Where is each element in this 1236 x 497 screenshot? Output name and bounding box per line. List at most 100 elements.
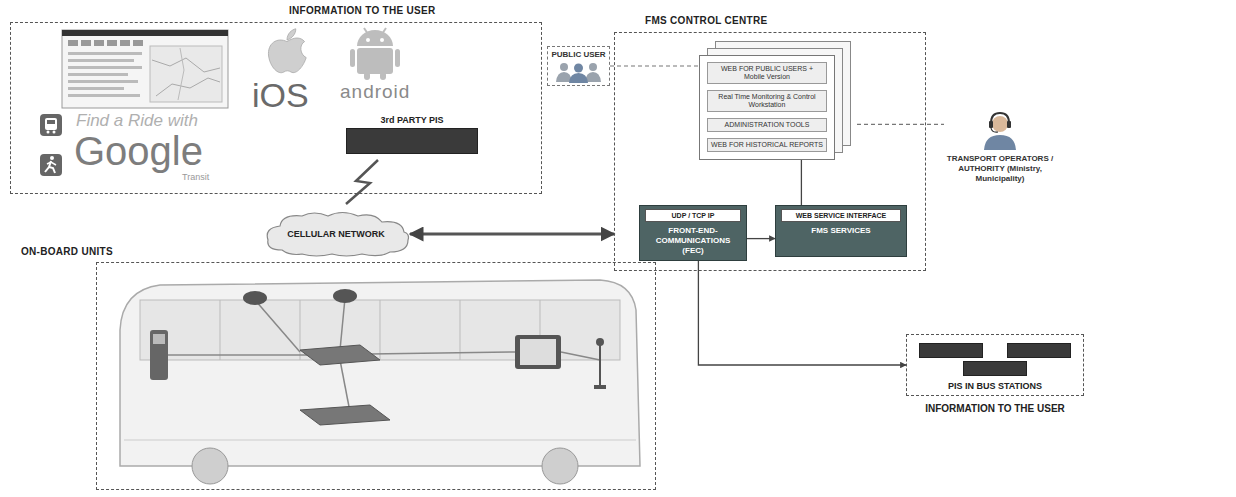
app-screenshot (68, 87, 124, 90)
operator-icon (991, 128, 998, 132)
group-heading: FMS CONTROL CENTRE (645, 15, 767, 26)
bus-illustration (243, 291, 267, 305)
menu-item: ADMINISTRATION TOOLS (707, 118, 827, 132)
connector (610, 65, 699, 66)
operator-icon (1007, 121, 1011, 128)
network-cloud: CELLULAR NETWORK (262, 210, 410, 258)
transit-icons (40, 154, 62, 176)
bus-illustration (594, 385, 606, 389)
connector (410, 233, 614, 236)
bus-illustration (340, 360, 350, 412)
bus-illustration (340, 298, 345, 350)
operator-label: TRANSPORT OPERATORS / AUTHORITY (Ministr… (944, 154, 1056, 184)
connector (698, 261, 906, 365)
transit-icons (40, 114, 62, 136)
android-logo (350, 49, 355, 67)
bus-illustration (124, 440, 636, 441)
bus-illustration (300, 345, 380, 365)
transit-icons (50, 156, 54, 160)
vehicle-box: ON-BOARD UNITS (96, 262, 656, 490)
operator-icon (991, 113, 1009, 123)
app-screenshot (120, 40, 130, 46)
app-screenshot (68, 73, 128, 76)
display-heading: 3rd PARTY PIS (346, 115, 478, 125)
station-display (963, 361, 1027, 376)
app-screenshot (150, 46, 222, 102)
bus-illustration (220, 300, 221, 360)
service-label: FRONT-END-COMMUNICATIONS (FEC) (640, 224, 746, 260)
bus-illustration (380, 300, 381, 360)
android-logo (357, 30, 393, 46)
page-stack: WEB FOR PUBLIC USERS + Mobile VersionRea… (699, 41, 857, 160)
display-panel: 3rd PARTY PIS (346, 115, 478, 154)
led-display (346, 128, 478, 154)
bus-illustration (150, 330, 168, 380)
app-screenshot (68, 59, 134, 62)
group-heading: INFORMATION TO THE USER (289, 5, 436, 16)
operator-icon (992, 116, 1008, 132)
operator-icon (989, 121, 993, 128)
app-screenshot (94, 40, 104, 46)
apple-logo (287, 29, 296, 40)
bus-illustration (460, 300, 461, 360)
cloud-shape (267, 213, 408, 257)
bus-illustration (300, 405, 390, 425)
app-screenshot (178, 48, 184, 100)
app-screenshot (107, 40, 117, 46)
user-group: PUBLIC USER (547, 46, 610, 86)
transit-icons (45, 118, 57, 130)
control-centre-box: FMS CONTROL CENTREWEB FOR PUBLIC USERS +… (614, 32, 926, 271)
front-page: WEB FOR PUBLIC USERS + Mobile VersionRea… (699, 55, 835, 160)
people-icon (560, 63, 568, 71)
apple-logo (268, 38, 306, 73)
app-screenshot (68, 80, 138, 83)
connector (747, 238, 775, 239)
protocol-header: UDP / TCP IP (645, 209, 741, 222)
operator-icon (984, 135, 1016, 150)
connector (857, 124, 944, 125)
interface-header: WEB SERVICE INTERFACE (781, 209, 901, 222)
app-screenshot (133, 40, 143, 46)
transit-icons (47, 162, 56, 165)
bus-illustration (520, 339, 556, 365)
menu-item: WEB FOR PUBLIC USERS + Mobile Version (707, 62, 827, 84)
service-box: UDP / TCP IP FRONT-END-COMMUNICATIONS (FE… (639, 205, 747, 261)
people-icon (569, 73, 588, 83)
operator-icon (980, 110, 1020, 150)
android-logo (380, 72, 386, 80)
people-icon (589, 63, 597, 71)
brand-logo-text: Google (74, 131, 203, 171)
wireless-link (346, 160, 378, 204)
transit-icons (40, 114, 62, 176)
bus-illustration (599, 345, 601, 385)
android-logo (364, 72, 370, 80)
cloud-label: CELLULAR NETWORK (287, 229, 385, 239)
bus-illustration (561, 352, 600, 360)
app-screenshot (81, 40, 91, 46)
station-display (919, 343, 983, 358)
service-label: FMS SERVICES (776, 224, 906, 240)
app-screenshot (68, 94, 140, 97)
bus-illustration (370, 352, 515, 354)
android-logo (380, 38, 384, 42)
service-box: WEB SERVICE INTERFACE FMS SERVICES (775, 205, 907, 257)
app-screenshot (68, 66, 142, 69)
operator-node: TRANSPORT OPERATORS / AUTHORITY (Ministr… (944, 110, 1056, 184)
menu-item: Real Time Monitoring & Control Workstati… (707, 90, 827, 112)
group-heading: ON-BOARD UNITS (21, 246, 113, 257)
bus-illustration (596, 338, 604, 346)
transit-icons (53, 131, 56, 134)
people-icon (574, 64, 583, 73)
menu-item: WEB FOR HISTORICAL REPORTS (707, 138, 827, 152)
android-logo (350, 28, 400, 80)
bus-illustration (120, 280, 640, 466)
connector (801, 160, 802, 205)
bus-illustration (333, 289, 357, 303)
wireless-link (346, 160, 378, 204)
app-screenshot (62, 30, 228, 108)
apple-logo (268, 29, 306, 73)
user-label: PUBLIC USER (550, 50, 607, 59)
